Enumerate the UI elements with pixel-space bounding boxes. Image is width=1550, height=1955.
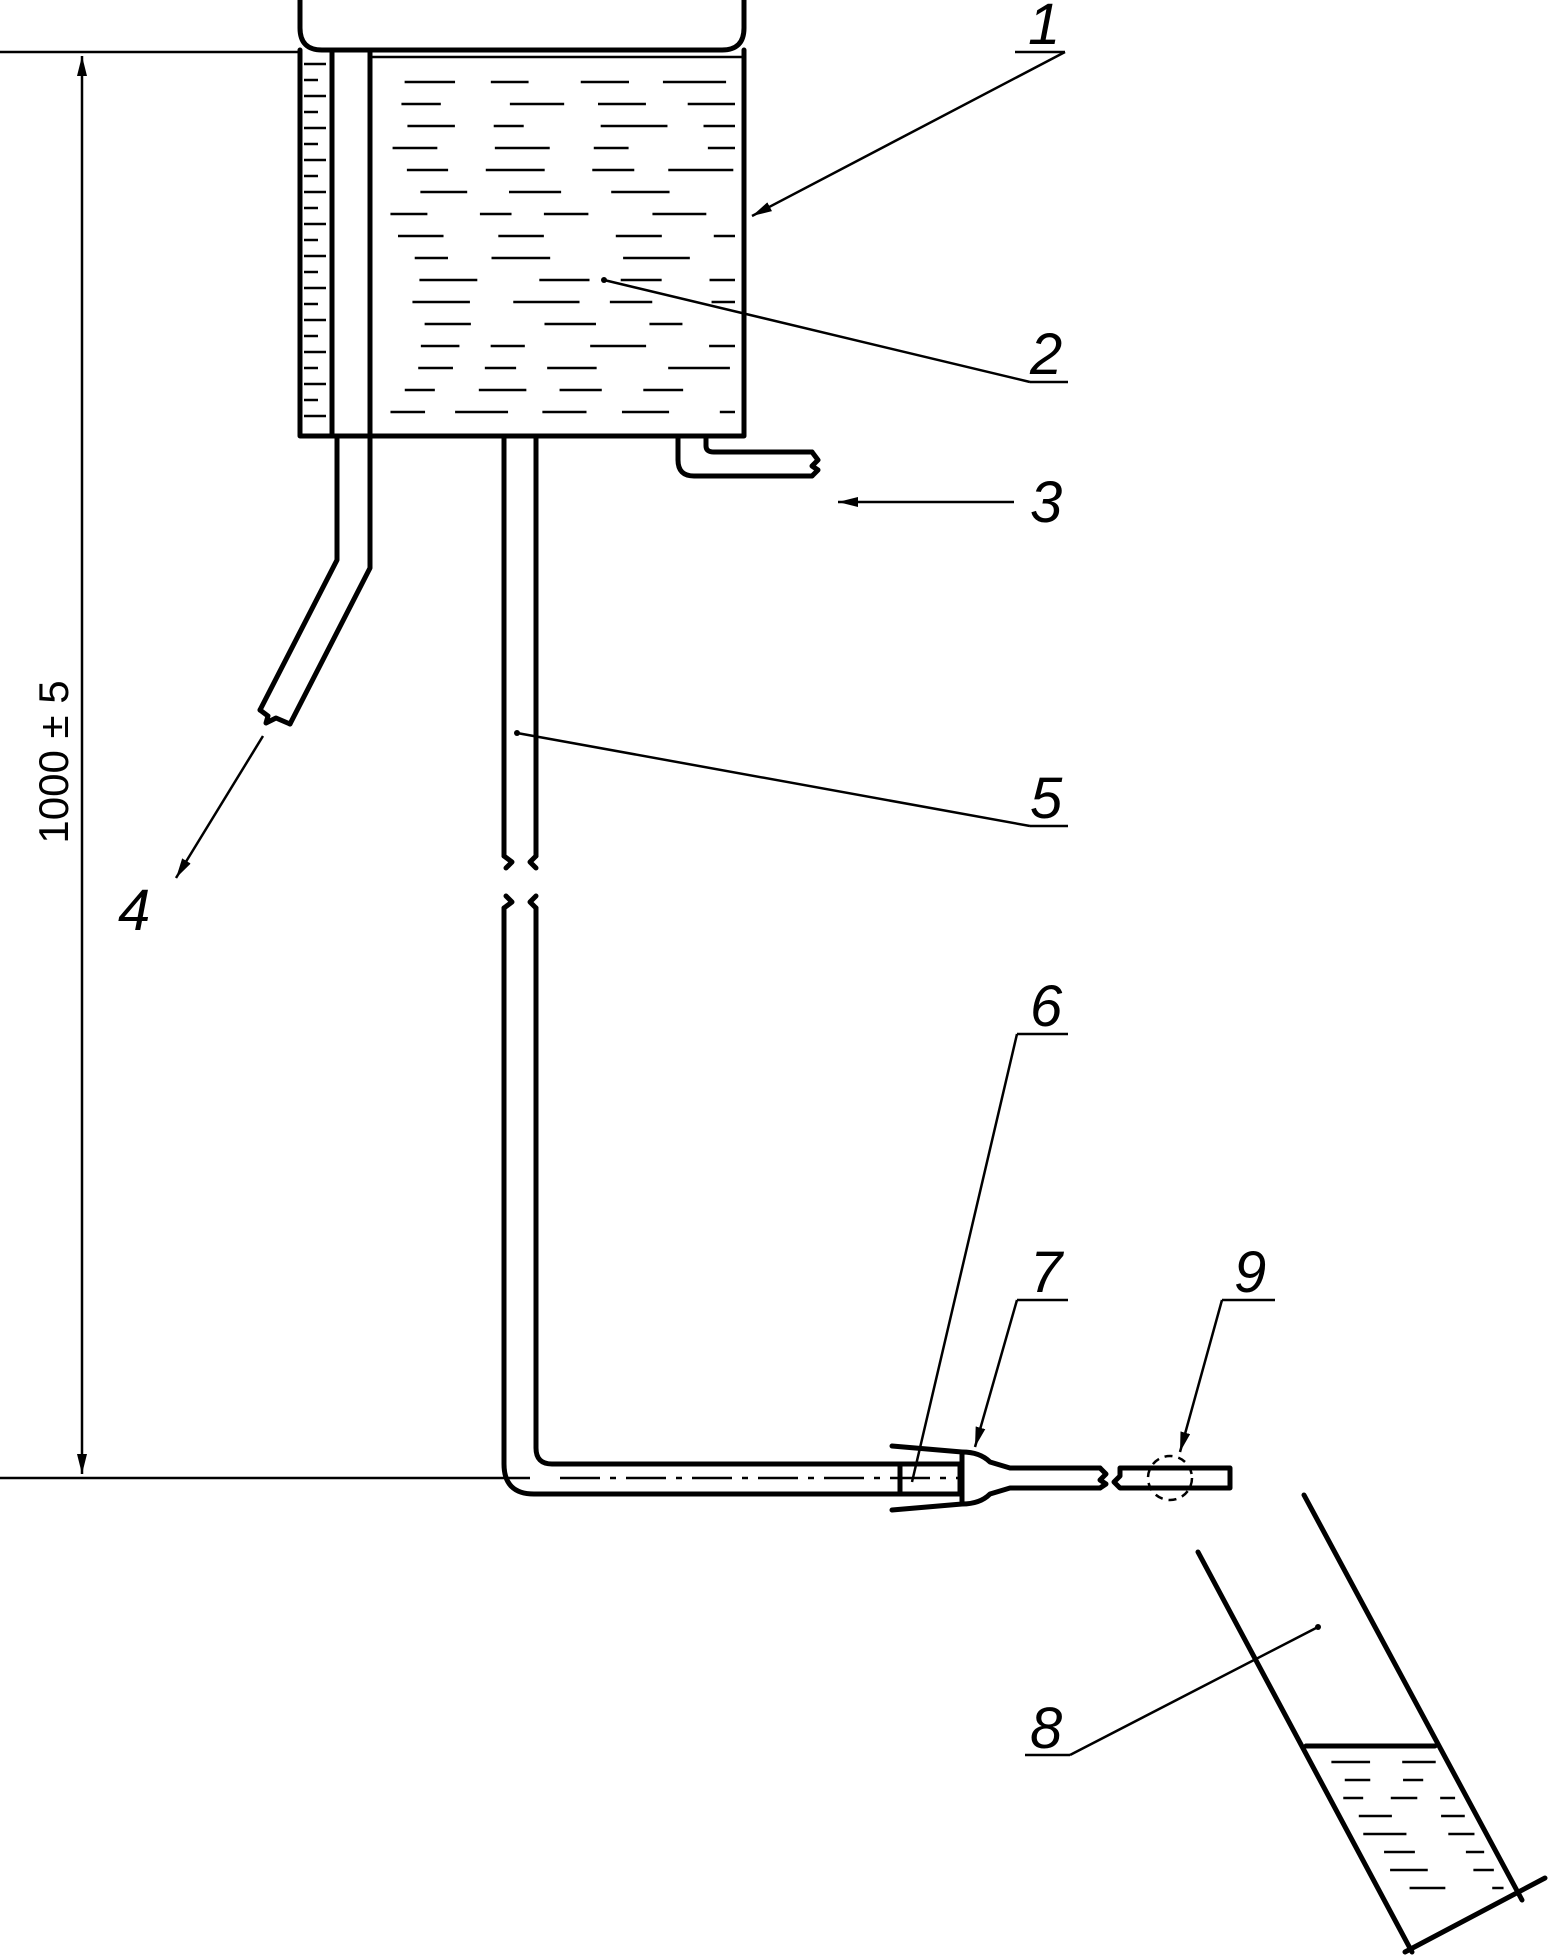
water-in-reservoir xyxy=(390,80,735,414)
connector-break xyxy=(1097,1465,1109,1491)
leader-1 xyxy=(751,50,1066,218)
overflow-pipe-break xyxy=(257,707,293,727)
cylinder-right-wall xyxy=(1301,1492,1525,1903)
leader-5 xyxy=(516,731,1031,828)
callout-6: 6 xyxy=(1030,974,1063,1039)
leader-9 xyxy=(1178,1299,1224,1453)
supply-tube-lower-inner xyxy=(533,905,903,1467)
inlet-pipe xyxy=(675,433,815,479)
overflow-pipe xyxy=(257,433,340,713)
water-in-cylinder xyxy=(1331,1760,1504,1890)
outlet-jet xyxy=(1111,1465,1233,1491)
leader-2 xyxy=(603,278,1031,384)
height-dimension-label: 1000 ± 5 xyxy=(30,680,77,843)
callout-2: 2 xyxy=(1029,322,1062,387)
callout-7: 7 xyxy=(1030,1240,1065,1305)
inlet-pipe-break xyxy=(809,449,821,479)
leader-6 xyxy=(910,1033,1019,1483)
nozzle-tip xyxy=(897,1461,963,1497)
gauge-scale xyxy=(304,62,326,418)
leader-8 xyxy=(1069,1625,1319,1757)
leader-4 xyxy=(174,735,265,879)
supply-tube-lower xyxy=(501,905,903,1497)
callout-9: 9 xyxy=(1234,1240,1266,1305)
callout-1: 1 xyxy=(1028,0,1060,57)
leader-5-dot xyxy=(514,730,520,736)
orifice-detail-circle xyxy=(1146,1454,1194,1502)
leader-7 xyxy=(973,1299,1019,1448)
callout-3: 3 xyxy=(1030,470,1062,535)
reservoir-vessel xyxy=(297,47,747,439)
leader-2-dot xyxy=(601,277,607,283)
connector xyxy=(959,1449,1103,1507)
callout-8: 8 xyxy=(1030,1696,1062,1761)
callout-5: 5 xyxy=(1030,766,1063,831)
inlet-pipe-wall xyxy=(703,433,815,455)
supply-tube-break-upper xyxy=(501,853,539,871)
callout-4: 4 xyxy=(118,878,150,943)
reservoir-lid xyxy=(297,0,747,53)
overflow-pipe-wall xyxy=(287,433,373,727)
cylinder-left-wall xyxy=(1195,1549,1415,1955)
cylinder-base xyxy=(1402,1875,1548,1955)
supply-tube-break-lower xyxy=(501,893,539,911)
leader-8-dot xyxy=(1315,1624,1321,1630)
